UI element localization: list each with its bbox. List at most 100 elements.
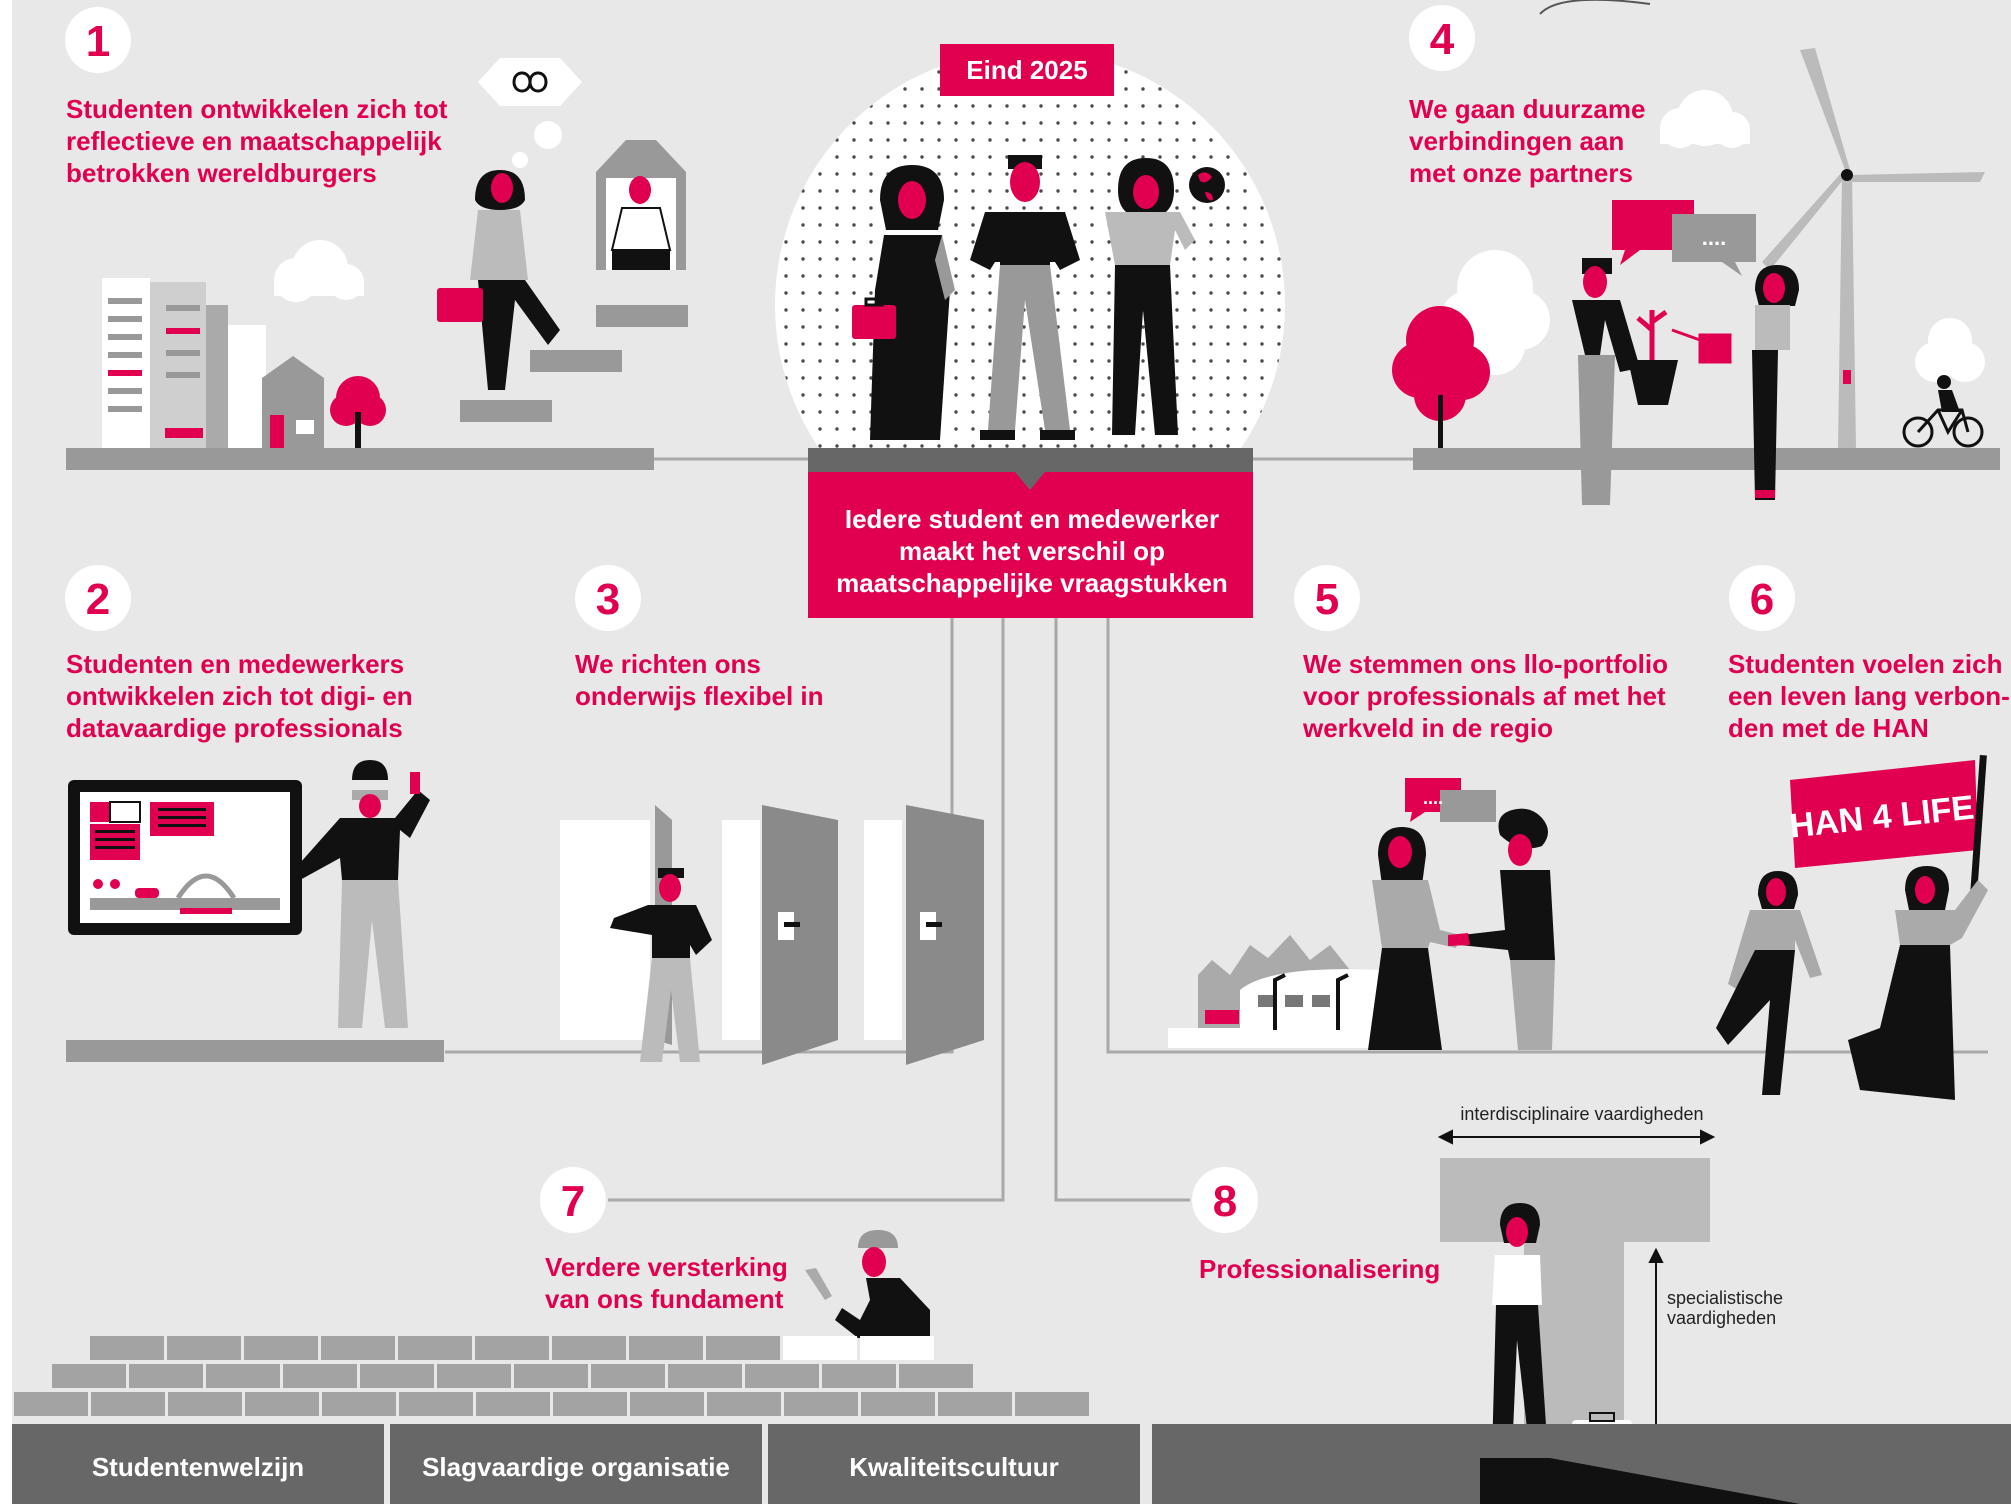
goal-4-line-3: met onze partners: [1409, 158, 1633, 188]
goal-7-number: 7: [561, 1177, 585, 1226]
brick: [398, 1336, 472, 1360]
speech-bubble-icon-5b: [1440, 790, 1496, 822]
goal-2-number: 2: [86, 575, 110, 624]
briefcase-icon: [852, 305, 896, 339]
goal-7-line-1: Verdere versterking: [545, 1252, 788, 1282]
briefcase-icon-goal1: [437, 288, 483, 322]
brick: [437, 1364, 511, 1388]
goal-3-line-2: onderwijs flexibel in: [575, 681, 824, 711]
goal-1-line-2: reflectieve en maatschappelijk: [66, 126, 442, 156]
goal-5-line-1: We stemmen ons llo-portfolio: [1303, 649, 1668, 679]
brick: [861, 1392, 935, 1416]
brick: [52, 1364, 126, 1388]
goal-3-illustration: [560, 805, 984, 1065]
brick: [321, 1336, 395, 1360]
t-side-label-1: specialistische: [1667, 1288, 1783, 1308]
foundation-label-2: Slagvaardige organisatie: [422, 1452, 730, 1482]
goal-1-line-1: Studenten ontwikkelen zich tot: [66, 94, 448, 124]
mission-banner: [808, 472, 1253, 618]
infinity-icon: [512, 71, 548, 93]
brick: [322, 1392, 396, 1416]
foundation-label-1: Studentenwelzijn: [92, 1452, 304, 1482]
t-top-label: interdisciplinaire vaardigheden: [1460, 1104, 1703, 1124]
goal-8-number: 8: [1213, 1177, 1237, 1226]
goal-3-number: 3: [596, 575, 620, 624]
bush-icon: [1915, 318, 1985, 382]
brick: [514, 1364, 588, 1388]
foundation-pillar-1: [12, 1424, 384, 1504]
brick: [283, 1364, 357, 1388]
wind-turbine-icon: [1762, 48, 1985, 448]
watering-can-icon: [1671, 328, 1732, 364]
goal-6-number-circle: [1729, 565, 1795, 631]
t-side-label-2: vaardigheden: [1667, 1308, 1776, 1328]
goal-3-line-1: We richten ons: [575, 649, 761, 679]
brick: [784, 1392, 858, 1416]
thought-bubble: [478, 58, 582, 168]
mission-line-1: Iedere student en medewerker: [845, 504, 1219, 534]
goal-4-line-1: We gaan duurzame: [1409, 94, 1645, 124]
brick: [206, 1364, 280, 1388]
brick: [591, 1364, 665, 1388]
goal-4-illustration: ....: [1392, 0, 2000, 505]
goal-5-illustration: ....: [1168, 778, 1555, 1050]
speech-bubble-icon-gray: [1672, 214, 1756, 262]
goal-2-line-1: Studenten en medewerkers: [66, 649, 404, 679]
foundation-base: Studentenwelzijn Slagvaardige organisati…: [12, 1424, 2011, 1504]
goal-6-number: 6: [1750, 575, 1774, 624]
goal-1-number-circle: [65, 7, 131, 73]
foundation-label-3: Kwaliteitscultuur: [849, 1452, 1058, 1482]
goal-2-line-2: ontwikkelen zich tot digi- en: [66, 681, 413, 711]
flag-icon: [1790, 760, 1978, 868]
brick: [938, 1392, 1012, 1416]
brick: [129, 1364, 203, 1388]
foundation-pillar-2: [390, 1424, 762, 1504]
goal-5-line-2: voor professionals af met het: [1303, 681, 1666, 711]
year-badge: [940, 44, 1114, 96]
goal-7-bricklayer: [805, 1230, 930, 1340]
brick: [822, 1364, 896, 1388]
brick: [745, 1364, 819, 1388]
graduation-cap-icon: [612, 156, 670, 180]
goal-2-line-3: datavaardige professionals: [66, 713, 403, 743]
goal-8-number-circle: [1192, 1167, 1258, 1233]
goal-7-number-circle: [540, 1167, 606, 1233]
brick: [167, 1336, 241, 1360]
brick: [476, 1392, 550, 1416]
brick: [707, 1392, 781, 1416]
brick: [475, 1336, 549, 1360]
goal-5-number: 5: [1315, 575, 1339, 624]
goal-1-illustration: [66, 58, 688, 470]
brick: [399, 1392, 473, 1416]
brick: [14, 1392, 88, 1416]
goal-4-number-circle: [1409, 5, 1475, 71]
goal-6-line-3: den met de HAN: [1728, 713, 1929, 743]
trowel-icon: [805, 1268, 832, 1300]
plant-icon: [1628, 360, 1678, 405]
goal-6-illustration: HAN 4 LIFE: [1716, 754, 1988, 1100]
foundation-bricks: [14, 1336, 1089, 1416]
foundation-pillar-3: [768, 1424, 1140, 1504]
brick: [899, 1364, 973, 1388]
goal-5-line-3: werkveld in de regio: [1302, 713, 1553, 743]
goal-1-number: 1: [86, 17, 110, 66]
goal-8-line-1: Professionalisering: [1199, 1254, 1440, 1284]
brick: [552, 1336, 626, 1360]
tree-icon: [330, 376, 386, 448]
door-icon-2: [906, 805, 984, 1065]
connector-lines: [445, 457, 1988, 1202]
brick: [360, 1364, 434, 1388]
goal-2-illustration: [66, 760, 444, 1062]
brick: [630, 1392, 704, 1416]
brick: [860, 1336, 934, 1360]
brick: [91, 1392, 165, 1416]
brick: [1015, 1392, 1089, 1416]
center-person-woman: [1105, 158, 1225, 435]
mission-line-3: maatschappelijke vraagstukken: [836, 568, 1228, 598]
year-badge-text: Eind 2025: [966, 55, 1087, 85]
cloud-icon-2: [1660, 90, 1750, 148]
center-person-man: [970, 155, 1080, 440]
center-stage: [808, 448, 1253, 472]
